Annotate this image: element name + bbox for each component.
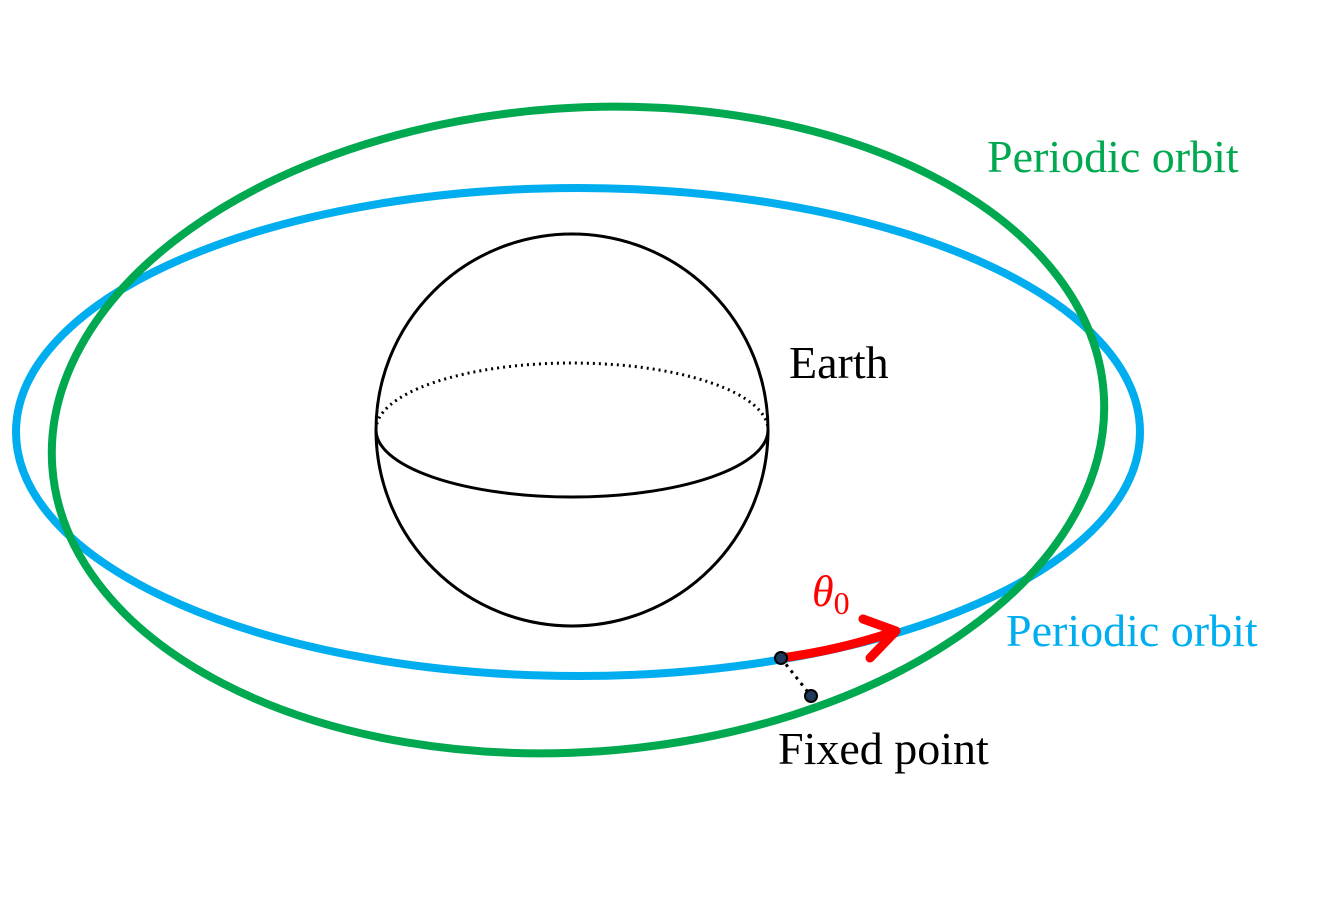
earth-sphere (374, 232, 770, 628)
earth-outline (374, 232, 770, 628)
fixed-point-marker (804, 689, 818, 703)
blue-orbit-label: Periodic orbit (1006, 605, 1258, 656)
theta-symbol: θ (812, 567, 834, 616)
green-orbit-label: Periodic orbit (987, 131, 1239, 182)
theta-arrow (776, 614, 901, 663)
theta-label: θ0 (812, 567, 850, 621)
orbit-point-blue (774, 651, 788, 665)
earth-equator-front (374, 429, 770, 499)
fixed-point-label: Fixed point (778, 723, 989, 774)
green-periodic-orbit (47, 102, 1109, 758)
fixed-point-connector (779, 657, 813, 697)
theta-subscript: 0 (834, 585, 850, 621)
blue-periodic-orbit (12, 184, 1144, 680)
earth-equator-back (374, 361, 770, 431)
earth-label: Earth (789, 337, 889, 388)
